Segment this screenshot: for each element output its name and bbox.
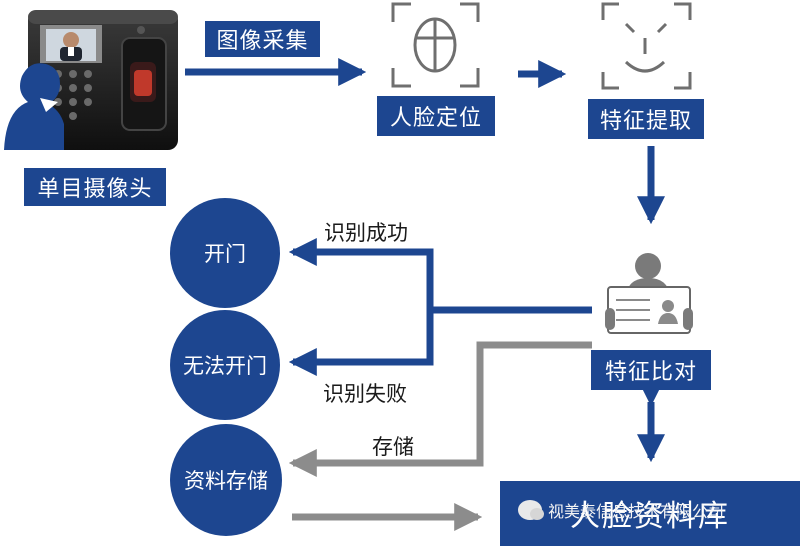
step-compare-label: 特征比对: [591, 350, 711, 390]
outcome-cannot-open: 无法开门: [170, 310, 280, 420]
face-frame-icon: [391, 2, 480, 88]
step-locate-label: 人脸定位: [377, 96, 495, 136]
watermark: 视美泰信息技术有限公司: [518, 498, 724, 522]
edge-failure-text: 识别失败: [323, 382, 407, 406]
arrow-success: [288, 238, 434, 310]
database-title: 人脸资料库: [570, 499, 730, 534]
arrow-failure: [288, 310, 434, 376]
user-silhouette-icon: [4, 63, 64, 151]
arrow-storage: [288, 341, 592, 477]
outcome-open-door: 开门: [170, 198, 280, 308]
edge-success-text: 识别成功: [324, 221, 408, 245]
watermark-text: 视美泰信息技术有限公司: [548, 502, 725, 521]
step-camera-label: 单目摄像头: [24, 168, 166, 206]
flow-arrows-gray: [288, 341, 592, 531]
outcome-store-data: 资料存储: [170, 424, 282, 536]
step-extract-label: 特征提取: [588, 99, 704, 139]
step-capture-label: 图像采集: [205, 21, 320, 57]
face-database: 人脸资料库: [500, 481, 800, 546]
flow-arrows-blue: [185, 58, 665, 463]
smiley-frame-icon: [601, 2, 692, 90]
wechat-icon: [518, 500, 544, 520]
terminal-device-icon: [28, 10, 178, 150]
id-card-icon: [605, 253, 693, 334]
edge-storage-text: 存储: [372, 435, 414, 459]
